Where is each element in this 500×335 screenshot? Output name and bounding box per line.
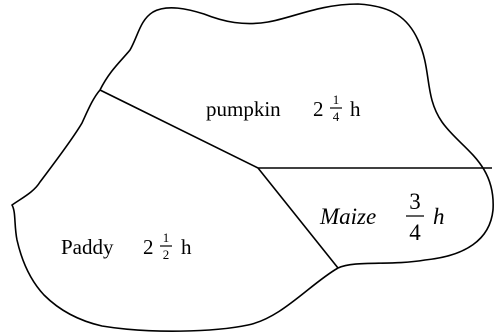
maize-denominator: 4 — [409, 220, 421, 245]
paddy-name: Paddy — [61, 235, 114, 259]
paddy-unit: h — [181, 235, 192, 259]
divider-paddy-pumpkin — [99, 89, 259, 169]
maize-unit: h — [433, 204, 445, 229]
land-boundary — [11, 3, 494, 332]
pumpkin-unit: h — [350, 97, 361, 121]
pumpkin-name: pumpkin — [206, 97, 281, 121]
maize-name: Maize — [319, 204, 376, 229]
pumpkin-numerator: 1 — [333, 92, 340, 107]
paddy-denominator: 2 — [163, 247, 170, 262]
divider-paddy-maize — [257, 167, 339, 269]
pumpkin-whole: 2 — [313, 97, 324, 121]
paddy-numerator: 1 — [163, 230, 170, 245]
pumpkin-label: pumpkin 2 1 4 h — [206, 92, 361, 124]
paddy-whole: 2 — [143, 235, 154, 259]
paddy-label: Paddy 2 1 2 h — [61, 230, 192, 262]
maize-label: Maize 3 4 h — [319, 189, 445, 245]
maize-numerator: 3 — [409, 189, 421, 214]
pumpkin-denominator: 4 — [333, 109, 340, 124]
